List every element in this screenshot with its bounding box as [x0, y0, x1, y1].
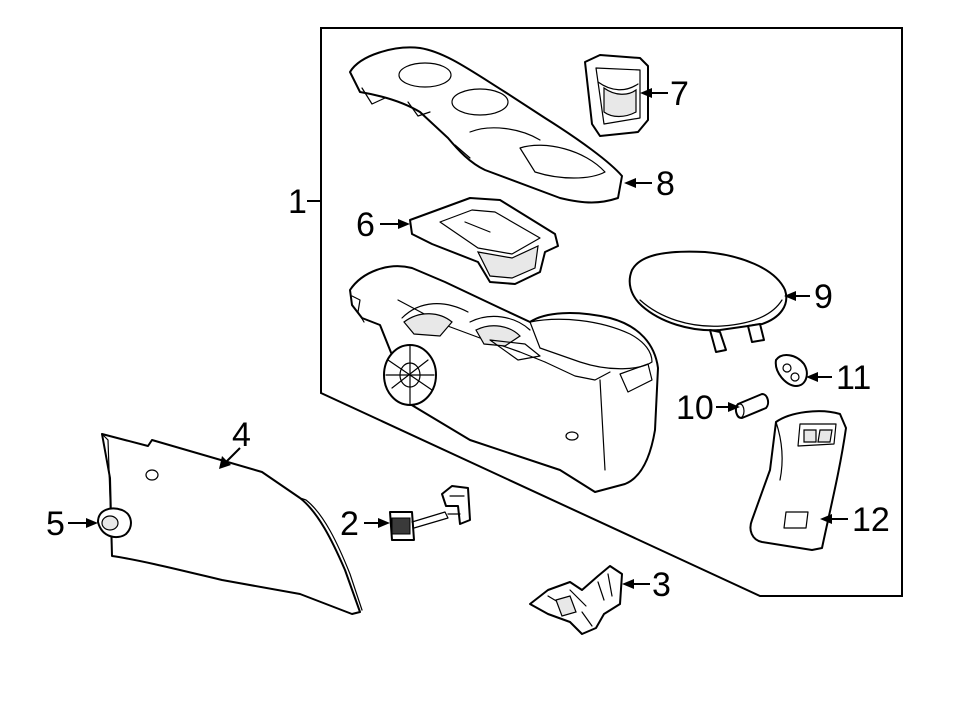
callout-3: 3: [652, 566, 671, 604]
callout-9: 9: [814, 278, 833, 316]
part-12-rear-trim-panel[interactable]: [749, 410, 847, 551]
part-6-storage-tray[interactable]: [409, 197, 559, 285]
callout-2: 2: [340, 505, 359, 543]
callout-11: 11: [836, 359, 871, 397]
callout-6: 6: [356, 206, 375, 244]
callout-4: 4: [232, 416, 251, 454]
part-2-bracket-with-bolt[interactable]: [389, 485, 471, 541]
part-1-console-body[interactable]: [349, 265, 659, 493]
part-7-cup-holder-insert[interactable]: [584, 54, 649, 137]
part-10-hinge-pin[interactable]: [734, 393, 770, 419]
part-5-push-retainer-clip[interactable]: [97, 507, 132, 539]
part-9-armrest-lid[interactable]: [628, 250, 788, 353]
part-3-mounting-bracket[interactable]: [529, 565, 623, 635]
callout-7: 7: [670, 75, 689, 113]
callout-12: 12: [852, 501, 890, 539]
callout-10: 10: [676, 389, 714, 427]
leader-lines: [68, 88, 848, 589]
part-11-bumper-stop[interactable]: [774, 354, 808, 387]
callout-labels: 1 2 3 4 5 6 7 8 9 10 11 12: [46, 75, 890, 604]
part-4-side-trim-panel[interactable]: [101, 433, 363, 615]
part-8-upper-trim-bezel[interactable]: [349, 46, 623, 204]
callout-5: 5: [46, 505, 65, 543]
assembly-frame: [320, 27, 903, 597]
callout-1: 1: [288, 183, 307, 221]
callout-8: 8: [656, 165, 675, 203]
